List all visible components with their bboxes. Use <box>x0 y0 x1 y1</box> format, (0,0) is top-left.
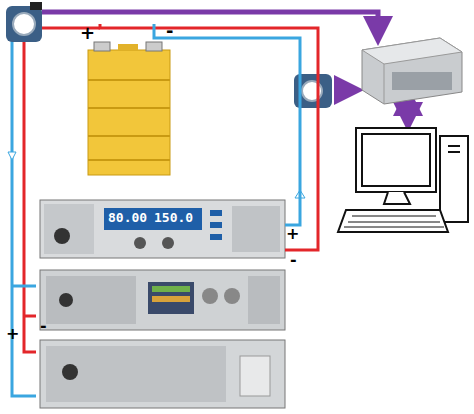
current-sensor <box>294 74 332 108</box>
display-readout: 150.0 <box>154 211 193 224</box>
flow-arrow <box>295 190 305 198</box>
terminal-sign: - <box>166 22 173 40</box>
power-supply-node: 80.00 150.0 <box>40 200 285 258</box>
signal-line <box>406 106 411 122</box>
computer <box>338 128 468 232</box>
power-cable <box>154 24 300 225</box>
blue-wire <box>12 38 36 396</box>
power-supply <box>40 270 285 330</box>
power-supply <box>40 340 285 408</box>
polarity-sign: - <box>290 252 297 268</box>
terminal-sign: + <box>80 24 95 42</box>
flow-arrow <box>8 152 16 160</box>
battery-cell <box>88 42 170 175</box>
power-supply <box>40 200 285 258</box>
polarity-sign: + <box>286 226 299 242</box>
signal-line <box>334 88 354 93</box>
data-logger <box>362 38 462 104</box>
red-wire <box>24 28 36 352</box>
polarity-sign: + <box>6 326 19 342</box>
polarity-sign: - <box>40 318 47 334</box>
current-sensor <box>6 2 42 42</box>
battery-node: +- <box>78 24 178 178</box>
display-readout: 80.00 <box>108 211 147 224</box>
power-cable <box>100 24 318 250</box>
